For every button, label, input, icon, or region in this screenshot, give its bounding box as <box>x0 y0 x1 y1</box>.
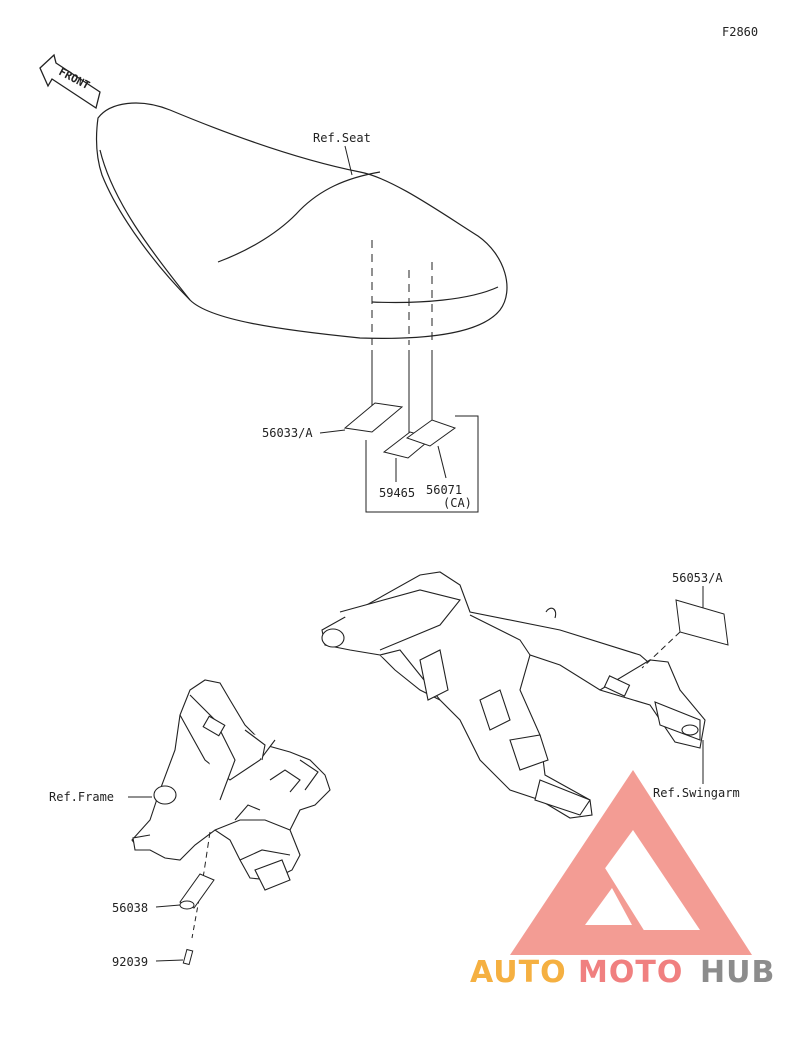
part-56053-label: 56053/A <box>672 571 723 585</box>
part-56038-label: 56038 <box>112 901 148 915</box>
watermark-moto: MOTO <box>578 955 683 990</box>
part-59465-label: 59465 <box>379 486 415 500</box>
front-arrow-icon: FRONT <box>39 53 101 110</box>
seat-drawing <box>96 102 508 339</box>
ref-seat-leader <box>344 145 353 176</box>
swingarm-drawing <box>321 571 706 819</box>
frame-drawing <box>131 679 331 891</box>
ref-seat-label: Ref.Seat <box>313 131 371 145</box>
seat-projection-lines <box>371 240 433 438</box>
watermark-hub: HUB <box>700 955 775 990</box>
ref-swingarm-label: Ref.Swingarm <box>653 786 740 800</box>
part-92039-shape <box>182 948 194 966</box>
label-56053-shape <box>675 599 729 646</box>
part-56071-note: (CA) <box>443 496 472 510</box>
figure-code: F2860 <box>722 25 758 39</box>
watermark-auto: AUTO <box>470 955 567 990</box>
part-56033-label: 56033/A <box>262 426 313 440</box>
seat-labels <box>343 402 457 459</box>
watermark-logo <box>510 770 752 955</box>
label-group-bracket <box>365 415 479 513</box>
label-56033-shape <box>343 402 404 433</box>
ref-frame-label: Ref.Frame <box>49 790 114 804</box>
part-92039-label: 92039 <box>112 955 148 969</box>
part-56071-label: 56071 <box>426 483 462 497</box>
label-56071-shape <box>405 419 457 447</box>
part-56038-shape <box>179 873 215 910</box>
watermark-text: AUTO MOTO HUB <box>470 955 775 990</box>
